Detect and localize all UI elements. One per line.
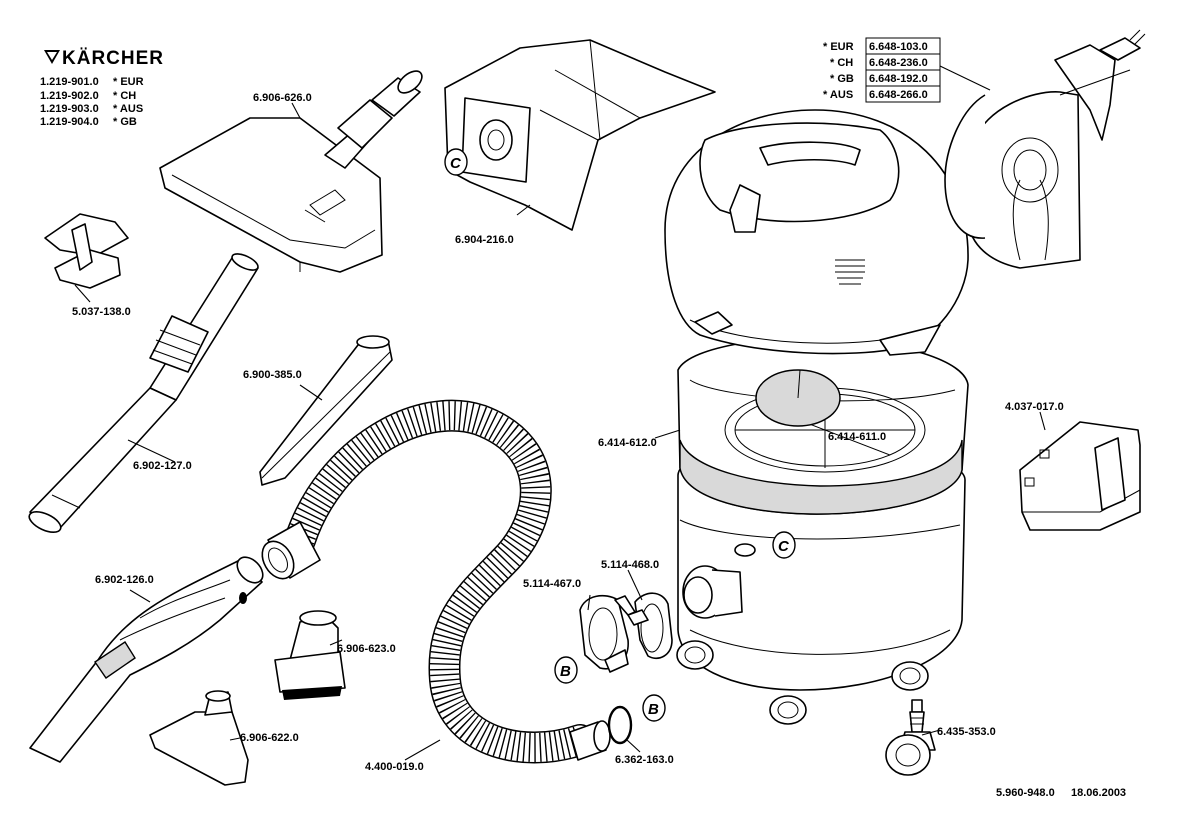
part-label-clip: 5.037-138.0 <box>72 306 131 318</box>
model-code: 1.219-902.0 <box>40 90 99 102</box>
model-variant: * EUR <box>113 76 144 88</box>
clip-drawing <box>44 213 129 289</box>
o-ring-drawing <box>607 705 633 745</box>
brand-name: KÄRCHER <box>62 48 164 69</box>
castor-front-left <box>676 640 714 670</box>
cable-variant-region: * AUS <box>823 89 853 101</box>
cable-variant-region: * EUR <box>823 41 854 53</box>
brush-nozzle-drawing <box>274 610 346 700</box>
cable-variant-part: 6.648-192.0 <box>869 73 928 85</box>
floor-nozzle-drawing <box>159 70 423 273</box>
part-label-upholstery-nozzle: 6.906-622.0 <box>240 732 299 744</box>
marker-c: C <box>444 148 468 176</box>
cable-reel-drawing <box>944 29 1146 269</box>
leader-line <box>299 384 323 401</box>
suction-hose-drawing <box>261 399 611 764</box>
leader-line <box>329 639 343 646</box>
leader-line <box>921 729 941 736</box>
svg-text:B: B <box>560 663 571 680</box>
model-variant: * GB <box>113 116 137 128</box>
castor-drawing <box>885 699 936 776</box>
svg-text:C: C <box>450 155 462 172</box>
part-label-filter-disc: 6.414-611.0 <box>828 431 886 443</box>
part-label-hose-sleeve: 5.114-468.0 <box>601 559 659 571</box>
model-variant: * CH <box>113 90 136 102</box>
leader-line <box>229 737 241 741</box>
part-label-suction-hose: 4.400-019.0 <box>365 761 424 773</box>
document-number: 5.960-948.0 <box>996 787 1055 799</box>
extension-tube-drawing <box>28 253 259 534</box>
part-label-castor: 6.435-353.0 <box>937 726 996 738</box>
leader-line <box>1039 411 1046 431</box>
document-date: 18.06.2003 <box>1071 787 1126 799</box>
bracket-drawing <box>1019 421 1141 531</box>
svg-text:B: B <box>648 701 659 718</box>
cable-variant-region: * GB <box>830 73 854 85</box>
part-label-o-ring: 6.362-163.0 <box>615 754 674 766</box>
part-label-handle-bend: 6.902-126.0 <box>95 574 154 586</box>
leader-line <box>291 102 301 119</box>
leader-line <box>626 739 641 753</box>
cable-variant-list: * EUR 6.648-103.0 * CH 6.648-236.0 * GB … <box>823 37 941 103</box>
model-variant: * AUS <box>113 103 143 115</box>
leader-line <box>129 589 151 603</box>
model-code: 1.219-901.0 <box>40 76 99 88</box>
model-code: 1.219-904.0 <box>40 116 99 128</box>
brand-logo: KÄRCHER <box>44 48 164 69</box>
crevice-nozzle-drawing <box>259 335 393 486</box>
cable-variant-part: 6.648-103.0 <box>869 41 928 53</box>
leader-line <box>74 284 91 303</box>
part-label-extension-tube: 6.902-127.0 <box>133 460 192 472</box>
castor-rear-right <box>891 661 929 691</box>
part-label-brush-nozzle: 6.906-623.0 <box>337 643 396 655</box>
svg-text:C: C <box>778 538 790 555</box>
handle-bend-drawing <box>29 556 264 763</box>
leader-line <box>404 739 441 761</box>
part-label-bracket: 4.037-017.0 <box>1005 401 1064 413</box>
footer: 5.960-948.0 18.06.2003 <box>996 787 1126 799</box>
leader-line <box>627 569 643 601</box>
hose-clamp-drawing <box>579 594 636 673</box>
part-label-filter-bag: 6.904-216.0 <box>455 234 514 246</box>
part-label-bowl-ring: 6.414-612.0 <box>598 437 657 449</box>
model-list: 1.219-901.0 * EUR 1.219-902.0 * CH 1.219… <box>40 76 144 128</box>
castor-front-right <box>769 695 807 725</box>
cable-variant-part: 6.648-266.0 <box>869 89 928 101</box>
cable-variant-part: 6.648-236.0 <box>869 57 928 69</box>
marker-c: C <box>772 531 796 559</box>
filter-bag-drawing <box>444 39 716 231</box>
upholstery-nozzle-drawing <box>149 690 249 786</box>
leader-line <box>516 204 531 216</box>
model-code: 1.219-903.0 <box>40 103 99 115</box>
part-label-hose-clamp: 5.114-467.0 <box>523 578 581 590</box>
marker-b: B <box>642 694 666 722</box>
container-body-drawing <box>664 109 969 725</box>
leader-line <box>654 429 681 439</box>
part-label-crevice-nozzle: 6.900-385.0 <box>243 369 302 381</box>
leader-line <box>127 439 176 463</box>
hose-sleeve-drawing <box>627 592 673 660</box>
cable-variant-region: * CH <box>830 57 853 69</box>
marker-b: B <box>554 656 578 684</box>
leader-line <box>587 594 591 611</box>
leader-line <box>939 65 991 91</box>
part-label-floor-nozzle: 6.906-626.0 <box>253 92 312 104</box>
